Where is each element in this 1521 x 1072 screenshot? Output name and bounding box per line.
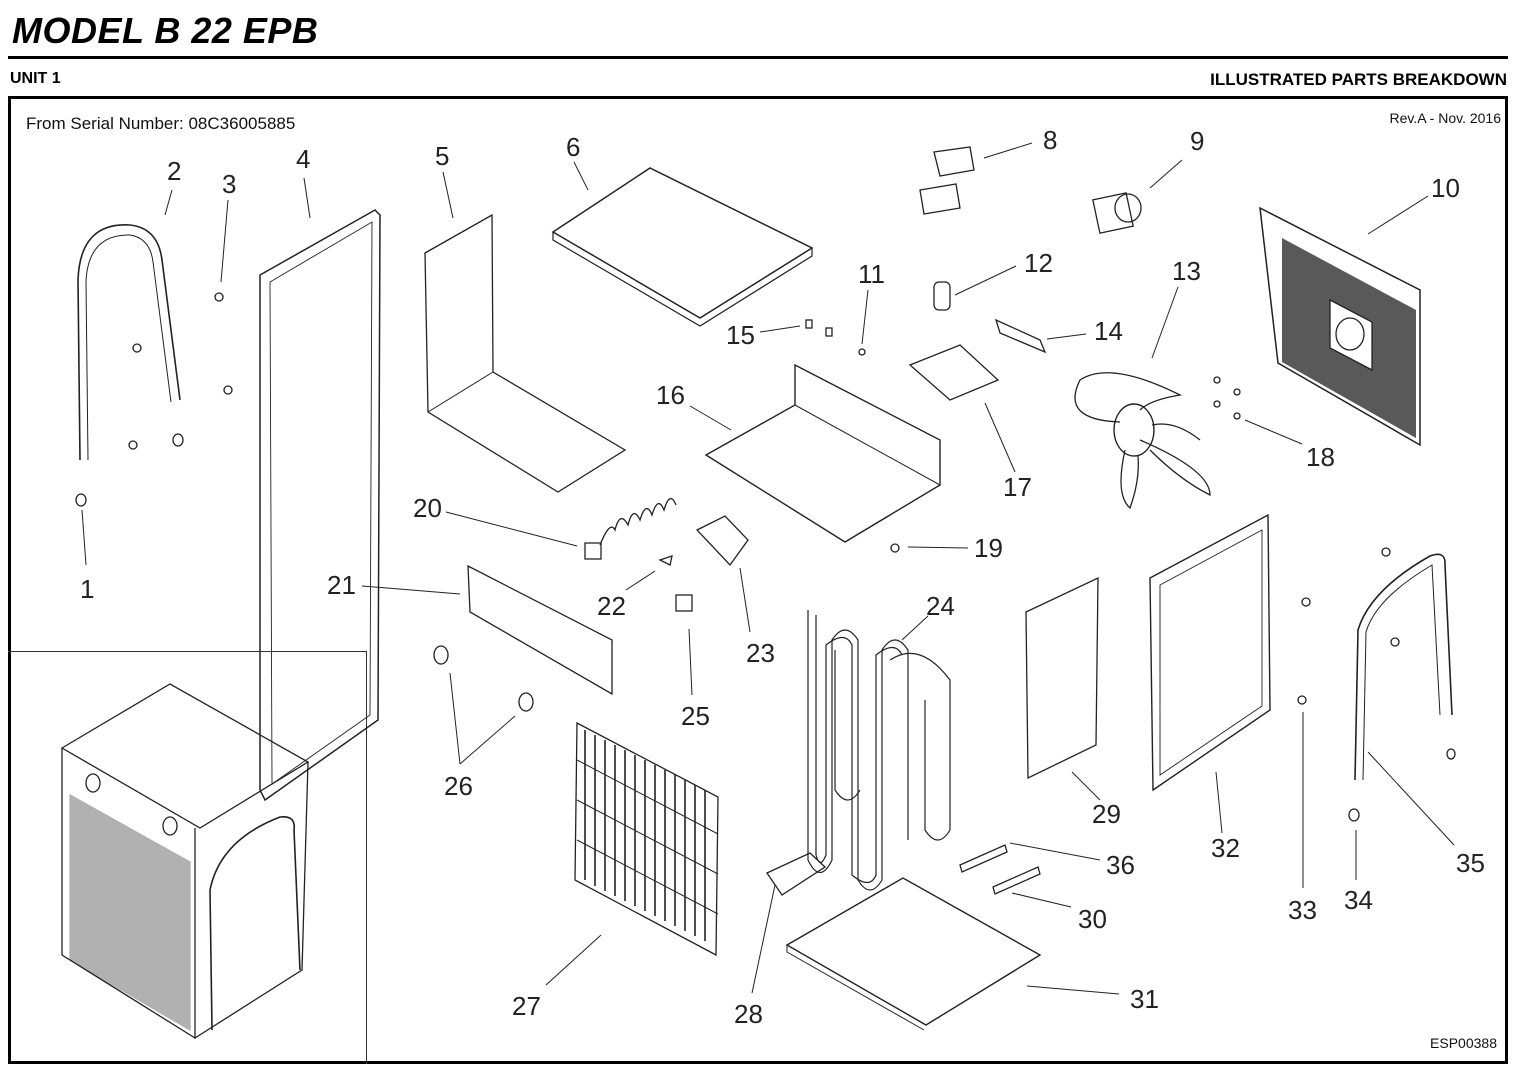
callout-19: 19 xyxy=(974,533,1003,563)
serial-number: From Serial Number: 08C36005885 xyxy=(26,114,296,133)
callout-20: 20 xyxy=(413,493,442,523)
part-clips xyxy=(805,319,833,337)
section-label: ILLUSTRATED PARTS BREAKDOWN xyxy=(1210,70,1507,89)
assembled-heater-drawing xyxy=(60,683,310,1040)
callout-33: 33 xyxy=(1288,895,1317,925)
part-handle-right xyxy=(1354,553,1453,781)
callout-9: 9 xyxy=(1190,126,1205,156)
part-side-panel-left xyxy=(259,209,381,802)
part-caps-left xyxy=(75,292,233,507)
title-rule xyxy=(8,56,1508,59)
part-knobs xyxy=(433,645,534,712)
callout-5: 5 xyxy=(435,141,450,171)
callout-2: 2 xyxy=(167,156,182,186)
part-strip-30 xyxy=(992,866,1041,895)
part-top-panel xyxy=(551,167,814,319)
callout-18: 18 xyxy=(1306,442,1335,472)
callout-6: 6 xyxy=(566,132,581,162)
part-side-panel-right xyxy=(1149,513,1271,792)
callout-23: 23 xyxy=(746,638,775,668)
callout-1: 1 xyxy=(80,574,95,604)
callout-15: 15 xyxy=(726,320,755,350)
part-front-grille xyxy=(574,721,719,957)
part-grommet xyxy=(858,348,866,356)
unit-label: UNIT 1 xyxy=(10,70,61,87)
model-title: MODEL B 22 EPB xyxy=(12,10,319,51)
part-deflector xyxy=(695,515,749,567)
part-strip-36 xyxy=(959,844,1008,873)
callout-26: 26 xyxy=(444,771,473,801)
callout-14: 14 xyxy=(1094,316,1123,346)
part-bracket xyxy=(908,344,1000,401)
callout-4: 4 xyxy=(296,144,311,174)
assembled-view-inset xyxy=(8,651,367,1064)
diagram-frame xyxy=(8,96,1508,1064)
revision-label: Rev.A - Nov. 2016 xyxy=(1389,110,1501,126)
callout-16: 16 xyxy=(656,380,685,410)
callout-30: 30 xyxy=(1078,904,1107,934)
callout-35: 35 xyxy=(1456,848,1485,878)
callout-8: 8 xyxy=(1043,125,1058,155)
document-code: ESP00388 xyxy=(1430,1035,1497,1051)
callout-22: 22 xyxy=(597,591,626,621)
part-heating-elements xyxy=(807,610,951,891)
leader-lines xyxy=(81,142,1455,995)
part-switch xyxy=(675,594,693,612)
callout-32: 32 xyxy=(1211,833,1240,863)
callout-17: 17 xyxy=(1003,472,1032,502)
part-capacitor xyxy=(933,281,951,311)
part-clip-22 xyxy=(658,555,673,566)
part-handle-left xyxy=(77,224,181,461)
part-relays xyxy=(919,146,975,215)
part-motor xyxy=(1092,192,1142,234)
part-element-support xyxy=(766,852,827,896)
part-fan xyxy=(1074,372,1211,510)
callout-3: 3 xyxy=(222,169,237,199)
part-nuts-fan xyxy=(1213,376,1241,420)
part-clip-19 xyxy=(890,543,900,553)
callout-13: 13 xyxy=(1172,256,1201,286)
part-partition xyxy=(1025,576,1099,780)
part-base-tray xyxy=(704,363,941,543)
callout-31: 31 xyxy=(1130,984,1159,1014)
callout-25: 25 xyxy=(681,701,710,731)
part-thermostat xyxy=(584,498,677,560)
callout-28: 28 xyxy=(734,999,763,1029)
part-bottom-panel xyxy=(785,877,1042,1026)
callout-34: 34 xyxy=(1344,885,1373,915)
callout-29: 29 xyxy=(1092,799,1121,829)
callout-27: 27 xyxy=(512,991,541,1021)
part-front-strip xyxy=(467,564,613,696)
callout-10: 10 xyxy=(1431,173,1460,203)
callout-24: 24 xyxy=(926,591,955,621)
part-caps-right xyxy=(1297,547,1456,822)
callout-11: 11 xyxy=(858,259,885,289)
part-terminal-strip xyxy=(994,318,1047,354)
part-rear-grille xyxy=(1259,206,1421,447)
callout-21: 21 xyxy=(327,570,356,600)
callout-12: 12 xyxy=(1024,248,1053,278)
callout-36: 36 xyxy=(1106,850,1135,880)
